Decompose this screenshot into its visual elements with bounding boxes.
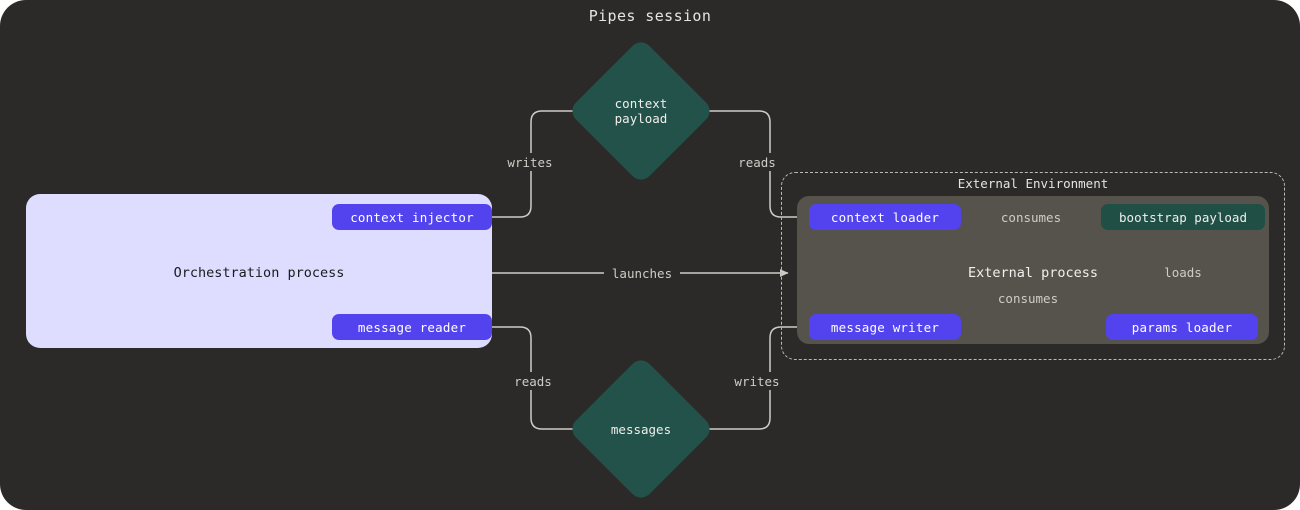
external-environment	[781, 172, 1285, 360]
node-params-loader[interactable]: params loader	[1106, 314, 1258, 340]
store-context-payload-label: context payload	[559, 59, 723, 163]
edge-label-loader-consumes: consumes	[991, 208, 1071, 226]
store-context-payload[interactable]: context payload	[567, 37, 715, 185]
external-process-label: External process	[967, 265, 1099, 281]
edge-label-reads-context: reads	[727, 153, 787, 171]
store-label-line2: payload	[614, 111, 668, 126]
node-context-loader[interactable]: context loader	[809, 204, 961, 230]
store-messages-label: messages	[610, 421, 672, 437]
store-messages[interactable]: messages	[567, 355, 715, 503]
orchestration-process-label: Orchestration process	[173, 265, 345, 281]
edge-label-writer-consumes: consumes	[988, 289, 1068, 307]
node-bootstrap-payload[interactable]: bootstrap payload	[1101, 204, 1265, 230]
node-message-writer[interactable]: message writer	[809, 314, 961, 340]
edge-label-writes-context: writes	[497, 153, 563, 171]
edge-label-launches: launches	[604, 264, 680, 282]
edge-label-params-loads: loads	[1158, 263, 1208, 281]
edge-label-reads-messages: reads	[503, 372, 563, 390]
diagram-title: Pipes session	[588, 7, 712, 25]
edge-label-writes-messages: writes	[723, 372, 791, 390]
external-environment-label: External Environment	[957, 175, 1109, 191]
store-label-line1: context	[614, 96, 668, 111]
node-context-injector[interactable]: context injector	[332, 204, 492, 230]
node-message-reader[interactable]: message reader	[332, 314, 492, 340]
